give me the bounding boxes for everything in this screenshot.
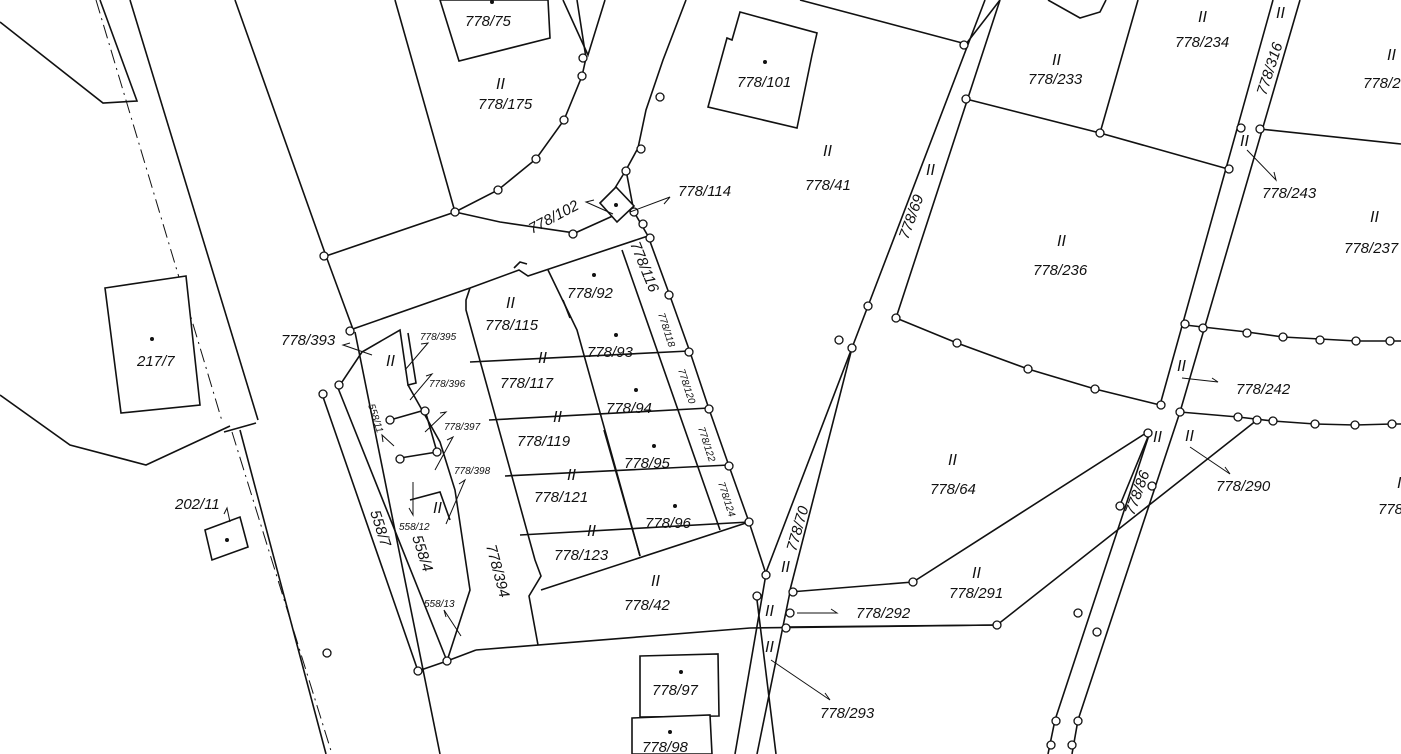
label-778-242: 778/242 [1236,381,1291,398]
label-778-175: 778/175 [478,96,533,113]
class-mark: II [1240,133,1249,150]
label-778-114: 778/114 [678,183,731,200]
parcel-217-7-building[interactable] [104,275,249,562]
label-778-93: 778/93 [587,344,634,361]
label-778-95: 778/95 [624,455,671,472]
class-mark: II [567,467,576,484]
class-mark: II [765,603,774,620]
label-778-397: 778/397 [444,422,481,433]
label-778-101: 778/101 [737,74,791,91]
label-778-234: 778/234 [1175,34,1229,51]
class-mark: II [1052,52,1061,69]
label-778-394: 778/394 [482,543,512,600]
label-778-118: 778/118 [655,312,677,349]
label-778-316: 778/316 [1254,40,1287,97]
class-mark: II [1185,428,1194,445]
label-778-121: 778/121 [534,489,588,506]
label-778-243: 778/243 [1262,185,1317,202]
label-778-293: 778/293 [820,705,875,722]
class-mark: II [1198,9,1207,26]
class-mark: II [1276,5,1285,22]
north-road [349,0,767,575]
label-778-237: 778/237 [1344,240,1399,257]
label-778-236: 778/236 [1033,262,1088,279]
class-mark: II [1057,233,1066,250]
parcels-east[interactable] [965,0,1401,754]
class-mark: II [765,639,774,656]
label-778-94: 778/94 [606,400,652,417]
label-778-86: 778/86 [1122,468,1154,518]
label-778-2x: 778/2 [1363,75,1401,92]
label-778-124: 778/124 [715,481,737,519]
label-778-115: 778/115 [485,317,539,334]
label-778-119: 778/119 [517,433,571,450]
label-558-4: 558/4 [408,533,436,574]
label-778-75: 778/75 [465,13,512,30]
label-202-11: 202/11 [174,496,220,513]
label-778-98: 778/98 [642,739,689,754]
label-558-11: 558/11 [365,403,385,435]
label-558-7: 558/7 [366,508,394,550]
leader-arrows [223,149,1277,701]
class-mark: II [823,143,832,160]
boundary-points [318,40,1397,750]
label-778-64: 778/64 [930,481,976,498]
label-778-290: 778/290 [1216,478,1271,495]
road-boundaries-left [0,0,441,754]
label-778-edge: 778 [1378,501,1401,518]
class-mark: II [1370,209,1379,226]
label-778-123: 778/123 [554,547,609,564]
parcel-centroid-dots [150,0,767,734]
class-mark: II [948,452,957,469]
label-558-13: 558/13 [424,599,455,610]
class-mark: II [1397,475,1401,492]
label-778-116: 778/116 [626,239,662,295]
land-class-marks: II II II II II II II II II II II II II I… [386,5,1401,656]
label-778-393: 778/393 [281,332,336,349]
class-mark: II [587,523,596,540]
label-217-7: 217/7 [136,353,175,370]
label-778-395: 778/395 [420,332,457,343]
label-778-70: 778/70 [784,504,813,553]
label-778-396: 778/396 [429,379,466,390]
label-778-122: 778/122 [695,426,717,464]
class-mark: II [496,76,505,93]
class-mark: II [433,500,442,517]
label-778-291: 778/291 [949,585,1003,602]
label-778-97: 778/97 [652,682,699,699]
class-mark: II [1177,358,1186,375]
class-mark: II [386,353,395,370]
class-mark: II [553,409,562,426]
label-778-42: 778/42 [624,597,671,614]
class-mark: II [972,565,981,582]
label-778-117: 778/117 [500,375,554,392]
class-mark: II [538,350,547,367]
class-mark: II [651,573,660,590]
label-778-92: 778/92 [567,285,614,302]
parcel-block[interactable] [465,249,751,651]
label-778-398: 778/398 [454,466,491,477]
parcels-south-centre[interactable] [631,419,1258,754]
label-778-292: 778/292 [856,605,911,622]
class-mark: II [781,559,790,576]
class-mark: II [926,162,935,179]
label-778-96: 778/96 [645,515,692,532]
parcels-558[interactable] [321,328,477,672]
class-mark: II [506,295,515,312]
label-778-41: 778/41 [805,177,851,194]
label-778-233: 778/233 [1028,71,1083,88]
class-mark: II [1387,47,1396,64]
class-mark: II [1153,429,1162,446]
label-558-12: 558/12 [399,522,430,533]
label-778-120: 778/120 [675,368,697,406]
